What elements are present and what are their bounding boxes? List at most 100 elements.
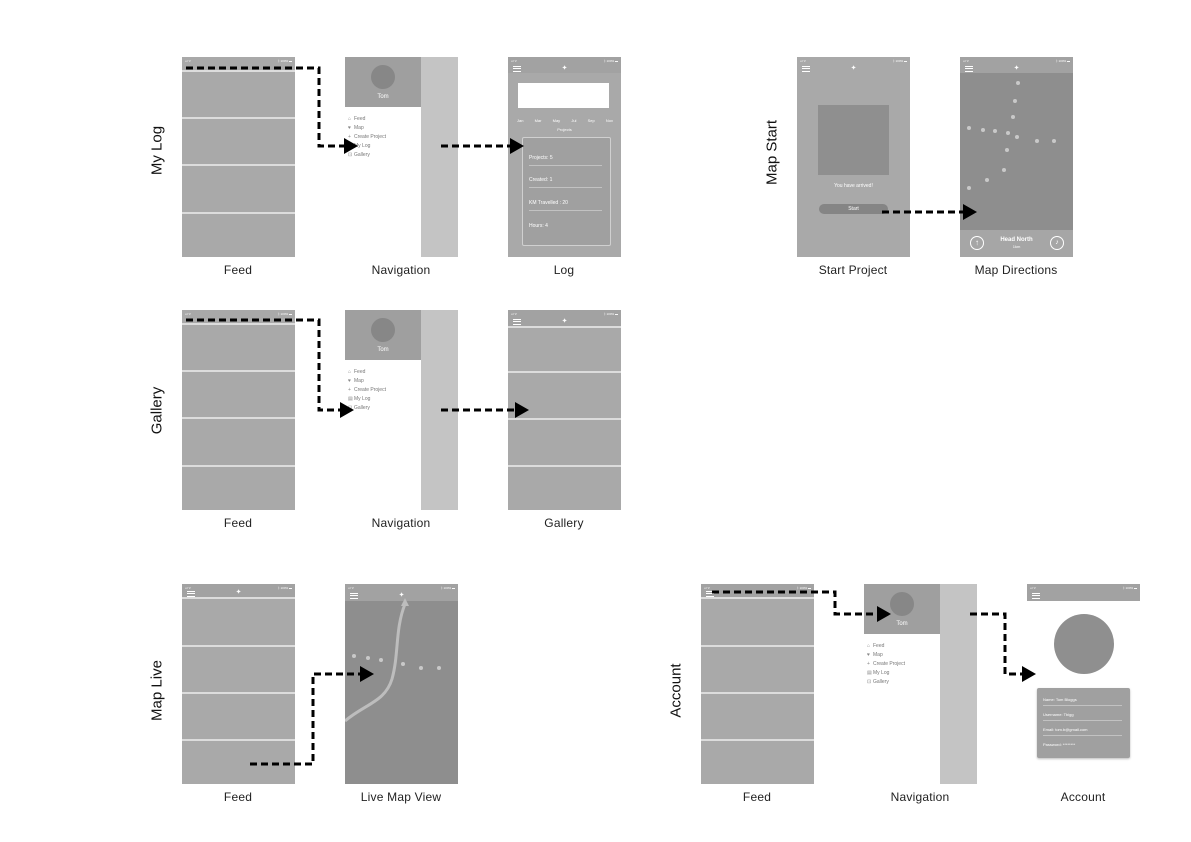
route-dot [1015, 135, 1019, 139]
home-icon: ⌂ [348, 369, 352, 375]
route-dot [401, 662, 405, 666]
nav-item-label: Map [873, 652, 883, 658]
direction-distance: 1km [1012, 244, 1021, 249]
nav-item-gallery[interactable]: ⊡Gallery [348, 151, 386, 160]
nav-item-label: My Log [354, 396, 371, 402]
signal-indicator: •ıl ᯤ [511, 59, 518, 63]
battery-indicator: ᛒ 100% ▬ [277, 586, 292, 590]
account-divider [1043, 705, 1122, 706]
runner-logo-icon: ✦ [850, 65, 857, 72]
nav-item-create-project[interactable]: +Create Project [348, 133, 386, 142]
hamburger-menu-icon[interactable] [513, 319, 521, 325]
nav-item-label: Gallery [873, 679, 889, 685]
nav-item-create-project[interactable]: +Create Project [348, 386, 386, 395]
user-name: Tom [377, 347, 389, 353]
feed-divider [701, 739, 814, 741]
nav-item-feed[interactable]: ⌂Feed [867, 642, 905, 651]
nav-item-label: Map [354, 378, 364, 384]
runner-logo-icon: ✦ [1013, 65, 1020, 72]
navigation-screen: Tom ⌂Feed ♥Map +Create Project ▤My Log ⊡… [345, 310, 458, 510]
route-dot [1013, 99, 1017, 103]
home-icon: ⌂ [348, 116, 352, 122]
route-dot [985, 178, 989, 182]
nav-item-my-log[interactable]: ▤My Log [348, 395, 386, 404]
hamburger-menu-icon[interactable] [965, 66, 973, 72]
gallery-divider [508, 465, 621, 467]
stat-divider [529, 165, 602, 166]
avatar[interactable] [890, 592, 914, 616]
feed-divider [701, 645, 814, 647]
nav-item-label: Map [354, 125, 364, 131]
nav-item-my-log[interactable]: ▤My Log [867, 669, 905, 678]
nav-scrim[interactable] [421, 310, 458, 510]
status-bar: •ıl ᯤ ᛒ 100% ▬ [182, 310, 295, 318]
nav-item-label: Gallery [354, 152, 370, 158]
avatar[interactable] [371, 318, 395, 342]
nav-item-label: Feed [873, 643, 885, 649]
account-email: Email: tom.b@gmail.com [1043, 727, 1088, 732]
nav-item-gallery[interactable]: ⊡Gallery [867, 678, 905, 687]
caption-account: Account [1060, 790, 1106, 804]
month-label: Jan [517, 118, 524, 123]
signal-indicator: •ıl ᯤ [185, 312, 192, 316]
flow-arrowhead [510, 138, 524, 154]
account-password: Password: ******** [1043, 742, 1076, 747]
start-button[interactable]: Start [819, 204, 888, 214]
nav-item-label: Create Project [354, 134, 386, 140]
nav-item-feed[interactable]: ⌂Feed [348, 368, 386, 377]
nav-scrim[interactable] [421, 57, 458, 257]
signal-indicator: •ıl ᯤ [800, 59, 807, 63]
nav-item-create-project[interactable]: +Create Project [867, 660, 905, 669]
signal-indicator: •ıl ᯤ [511, 312, 518, 316]
nav-item-feed[interactable]: ⌂Feed [348, 115, 386, 124]
gallery-icon: ⊡ [348, 152, 353, 158]
arrow-up-icon[interactable]: ↑ [970, 236, 984, 250]
log-icon: ▤ [348, 396, 353, 402]
route-dot [1011, 115, 1015, 119]
plus-icon: + [867, 661, 870, 667]
feed-divider [182, 164, 295, 166]
runner-logo-icon: ✦ [561, 65, 568, 72]
hamburger-menu-icon[interactable] [350, 593, 358, 599]
hamburger-menu-icon[interactable] [706, 591, 714, 597]
feed-divider [182, 417, 295, 419]
nav-item-map[interactable]: ♥Map [348, 124, 386, 133]
signal-indicator: •ıl ᯤ [185, 59, 192, 63]
hamburger-menu-icon[interactable] [1032, 593, 1040, 599]
month-label: May [552, 118, 561, 123]
feed-divider [701, 692, 814, 694]
battery-indicator: ᛒ 100% ▬ [1055, 59, 1070, 63]
route-dot [352, 654, 356, 658]
profile-avatar[interactable] [1054, 614, 1114, 674]
stat-created: Created: 1 [529, 177, 553, 183]
nav-item-label: Feed [354, 369, 366, 375]
hamburger-menu-icon[interactable] [513, 66, 521, 72]
caption-start-project: Start Project [818, 263, 888, 277]
nav-item-map[interactable]: ♥Map [348, 377, 386, 386]
hamburger-menu-icon[interactable] [187, 591, 195, 597]
nav-item-map[interactable]: ♥Map [867, 651, 905, 660]
feed-divider [182, 212, 295, 214]
map-pin-icon: ♥ [348, 378, 351, 384]
hamburger-menu-icon[interactable] [802, 66, 810, 72]
avatar[interactable] [371, 65, 395, 89]
account-divider [1043, 720, 1122, 721]
nav-scrim[interactable] [940, 584, 977, 784]
feed-divider [182, 117, 295, 119]
battery-indicator: ᛒ 100% ▬ [277, 312, 292, 316]
caption-feed: Feed [223, 263, 253, 277]
month-axis: Jan Mar May Jul Sep Nov [517, 118, 613, 123]
route-dot [1006, 131, 1010, 135]
microphone-icon[interactable]: ♪ [1050, 236, 1064, 250]
feed-screen: •ıl ᯤ ᛒ 100% ▬ [182, 310, 295, 510]
